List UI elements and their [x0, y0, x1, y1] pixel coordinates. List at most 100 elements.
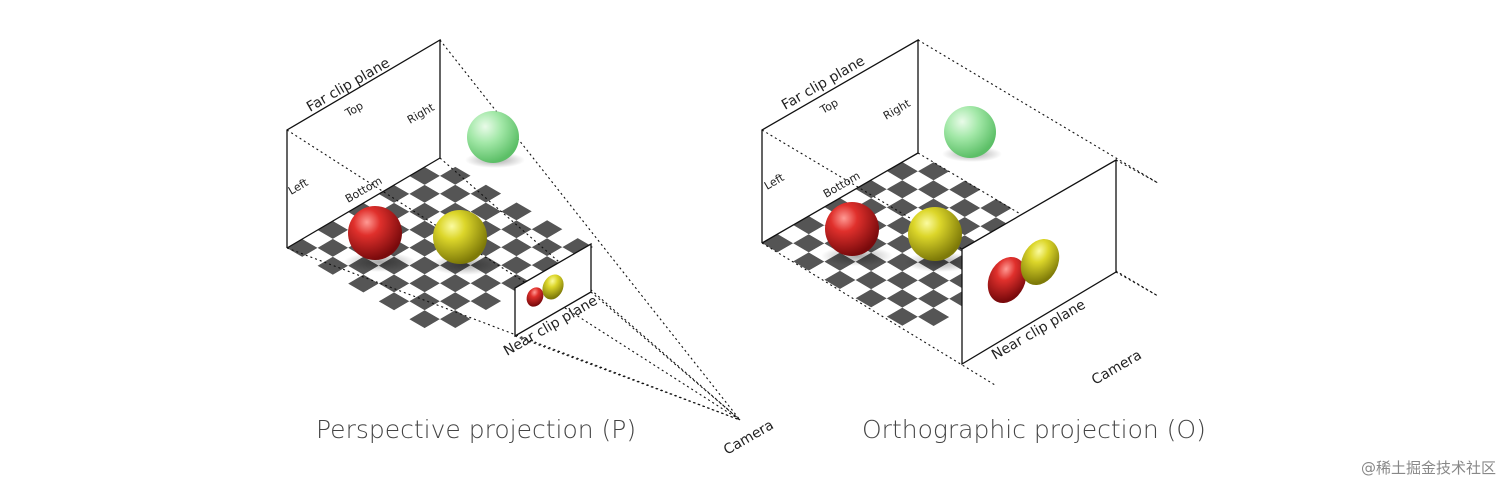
checker-tile	[409, 184, 440, 203]
checker-tile	[501, 238, 532, 257]
camera-label: Camera	[721, 417, 777, 458]
checker-tile	[886, 180, 918, 199]
checker-tile	[424, 175, 456, 194]
right-label: Right	[405, 101, 437, 127]
checker-tile	[855, 198, 887, 217]
checker-tile	[902, 189, 934, 208]
checker-tile	[933, 171, 965, 190]
checker-tile	[918, 307, 950, 326]
checker-tile	[470, 184, 502, 203]
checker-tile	[424, 283, 456, 302]
near-plane-yellow-image	[1020, 238, 1060, 286]
checker-tile	[933, 280, 965, 299]
checker-tile	[547, 247, 578, 265]
near-plane-red-image	[526, 287, 544, 307]
checker-tile	[871, 189, 903, 208]
checker-tile	[501, 274, 532, 292]
frustum-line	[439, 39, 741, 421]
checker-tile	[902, 171, 934, 190]
checker-tile	[394, 283, 425, 302]
checker-tile	[840, 280, 872, 299]
checker-tile	[902, 280, 934, 299]
checker-tile	[531, 220, 563, 239]
checker-tile	[378, 274, 410, 293]
checker-tile	[485, 229, 517, 248]
projection-line	[761, 242, 996, 386]
checker-tile	[933, 298, 965, 317]
checker-tile	[378, 292, 410, 311]
checker-tile	[777, 243, 809, 262]
checker-tile	[980, 199, 1012, 218]
left-label: Left	[286, 176, 311, 198]
frustum-line	[590, 291, 741, 421]
checker-tile	[485, 211, 517, 230]
checker-tile	[516, 265, 548, 283]
checker-tile	[871, 280, 903, 299]
checker-tile	[871, 262, 903, 281]
checker-tile	[348, 274, 379, 293]
checker-tile	[949, 198, 981, 217]
checker-floor-perspective	[287, 158, 593, 337]
far-plane-frame-orthographic	[761, 38, 919, 243]
checker-tile	[855, 271, 887, 290]
checker-tile	[886, 271, 918, 290]
checker-tile	[317, 238, 349, 257]
checker-tile	[455, 193, 486, 212]
checker-tile	[424, 193, 456, 212]
checker-tile	[394, 229, 425, 248]
checker-tile	[840, 261, 872, 280]
checker-tile	[886, 307, 918, 326]
checker-tile	[317, 221, 349, 239]
checker-tile	[902, 298, 934, 317]
checker-tile	[886, 198, 918, 217]
checker-tile	[470, 292, 502, 310]
checker-tile	[949, 180, 981, 199]
checker-tile	[808, 261, 840, 280]
projection-line	[1115, 271, 1159, 297]
checker-tile	[871, 207, 903, 226]
projection-line	[761, 129, 963, 250]
watermark: @稀土掘金技术社区	[1361, 459, 1496, 477]
checker-tile	[440, 274, 471, 293]
checker-tile	[394, 176, 425, 194]
camera-label: Camera	[1089, 347, 1145, 388]
checker-tile	[394, 265, 425, 284]
checker-tile	[886, 289, 918, 308]
perspective-diagram: Far clip plane Top Right Left Bottom Nea…	[286, 38, 777, 458]
checker-tile	[455, 283, 486, 302]
top-label: Top	[342, 99, 365, 120]
checker-tile	[886, 234, 918, 253]
checker-tile	[378, 185, 410, 203]
checker-tile	[501, 202, 532, 221]
checker-tile	[485, 265, 517, 284]
checker-tile	[424, 301, 456, 320]
yellow-sphere	[908, 207, 962, 261]
red-sphere	[825, 202, 879, 256]
far-plane-frame-perspective	[286, 38, 441, 248]
checker-tile	[516, 247, 548, 266]
near-plane-yellow-image	[542, 274, 564, 300]
yellow-sphere	[433, 210, 487, 264]
checker-tile	[793, 234, 825, 253]
checker-tile	[562, 238, 593, 256]
checker-tile	[902, 316, 934, 335]
perspective-caption: Perspective projection (P)	[316, 415, 636, 444]
orthographic-caption: Orthographic projection (O)	[862, 415, 1206, 444]
checker-tile	[440, 292, 471, 311]
checker-tile	[871, 225, 903, 244]
checker-tile	[440, 166, 471, 185]
checker-tile	[531, 256, 563, 274]
checker-tile	[409, 167, 440, 185]
checker-tile	[485, 193, 517, 212]
checker-tile	[424, 158, 456, 176]
checker-tile	[918, 271, 950, 290]
checker-tile	[409, 274, 440, 293]
checker-tile	[918, 162, 950, 181]
checker-tile	[501, 220, 532, 239]
frustum-line	[286, 247, 741, 421]
checker-tile	[409, 310, 440, 329]
checker-tile	[409, 292, 440, 311]
red-sphere-shadow	[344, 252, 416, 272]
green-sphere	[944, 106, 996, 158]
